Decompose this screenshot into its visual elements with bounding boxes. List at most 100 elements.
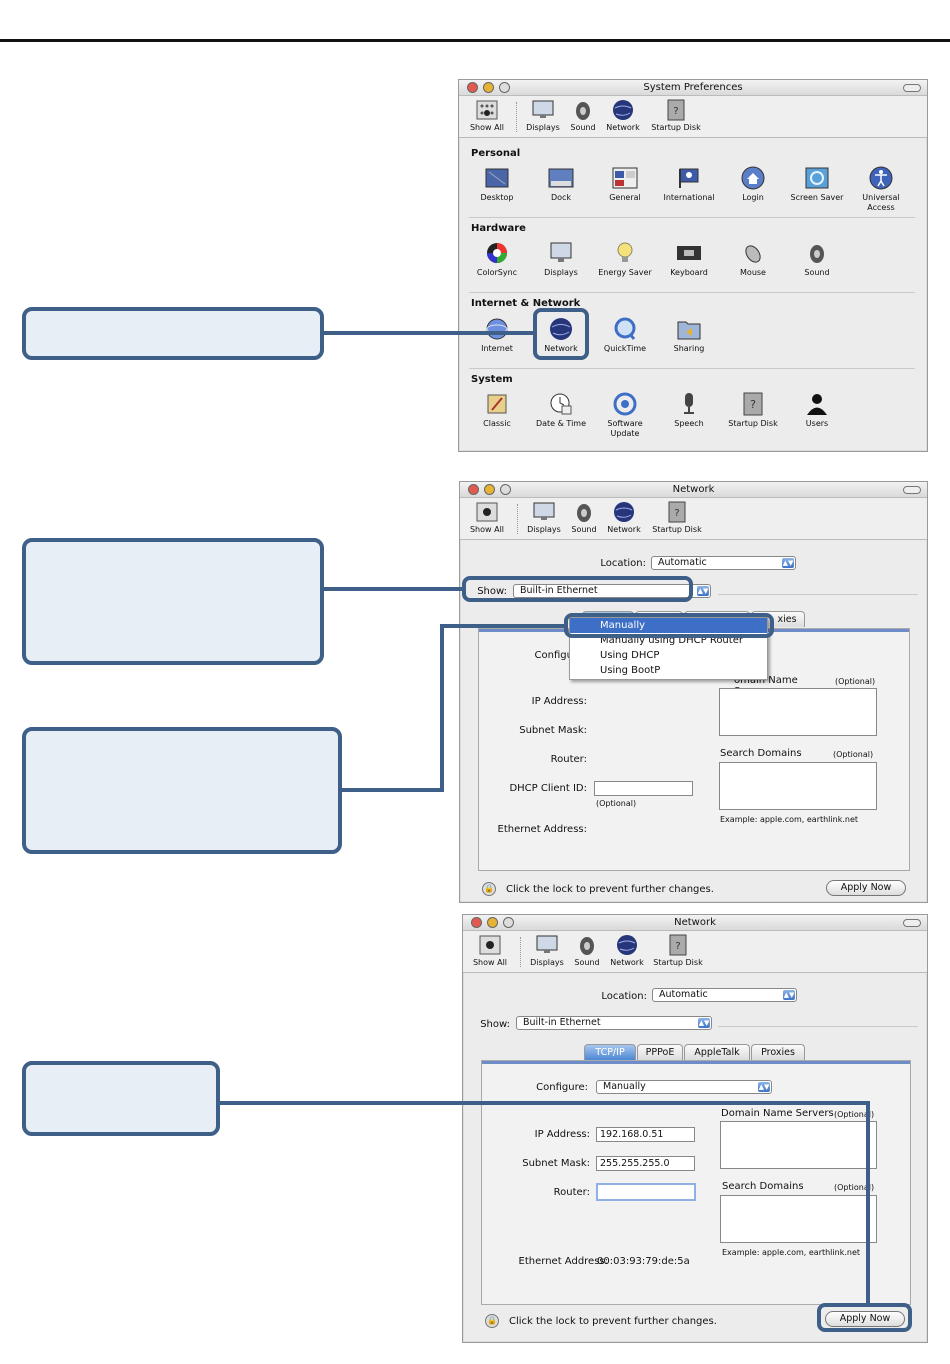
router-label: Router: bbox=[550, 754, 587, 765]
lock-icon[interactable]: 🔒 bbox=[482, 882, 496, 896]
menu-item-using-bootp[interactable]: Using BootP bbox=[600, 665, 661, 676]
dhcp-client-id-field[interactable] bbox=[594, 781, 693, 796]
tab-proxies[interactable]: Proxies bbox=[751, 1044, 805, 1060]
hard-disk-icon: ? bbox=[664, 99, 688, 121]
pref-international[interactable]: International bbox=[657, 166, 721, 203]
pref-energy-saver[interactable]: Energy Saver bbox=[593, 241, 657, 278]
tab-tcpip[interactable]: TCP/IP bbox=[584, 1044, 636, 1060]
manually-item-highlight bbox=[564, 613, 774, 638]
minimize-button[interactable] bbox=[487, 917, 498, 928]
show-popup[interactable]: Built-in Ethernet▲▼ bbox=[513, 584, 711, 598]
toolbar-sound[interactable]: Sound bbox=[563, 934, 611, 967]
search-domains-box[interactable] bbox=[719, 762, 877, 810]
window-title: Network bbox=[674, 917, 716, 928]
pref-dock[interactable]: Dock bbox=[529, 166, 593, 203]
pref-sound[interactable]: Sound bbox=[785, 241, 849, 278]
ip-address-field[interactable]: 192.168.0.51 bbox=[596, 1127, 695, 1142]
pref-login[interactable]: Login bbox=[721, 166, 785, 203]
pref-general[interactable]: General bbox=[593, 166, 657, 203]
toolbar-label: Show All bbox=[469, 123, 505, 132]
toolbar-network[interactable]: Network bbox=[600, 501, 648, 534]
toolbar-toggle-button[interactable] bbox=[903, 84, 921, 92]
menu-item-manually[interactable]: Manually bbox=[570, 618, 767, 633]
svg-text:?: ? bbox=[750, 398, 756, 411]
show-popup[interactable]: Built-in Ethernet▲▼ bbox=[516, 1016, 712, 1030]
network-highlight bbox=[533, 308, 589, 360]
pref-keyboard[interactable]: Keyboard bbox=[657, 241, 721, 278]
toolbar-network[interactable]: Network bbox=[603, 934, 651, 967]
pref-speech[interactable]: Speech bbox=[657, 392, 721, 429]
zoom-button[interactable] bbox=[503, 917, 514, 928]
location-popup[interactable]: Automatic▲▼ bbox=[652, 988, 797, 1002]
toolbar-startup-disk[interactable]: ? Startup Disk bbox=[649, 99, 703, 132]
pref-label: Sharing bbox=[673, 344, 705, 353]
pref-label: Date & Time bbox=[535, 419, 587, 428]
pref-network[interactable]: Network bbox=[529, 317, 593, 354]
pref-colorsync[interactable]: ColorSync bbox=[465, 241, 529, 278]
toolbar-show-all[interactable]: Show All bbox=[463, 501, 511, 534]
pref-sharing[interactable]: Sharing bbox=[657, 317, 721, 354]
apply-now-button[interactable]: Apply Now bbox=[825, 1311, 905, 1327]
toolbar-sound[interactable]: Sound bbox=[559, 99, 607, 132]
general-icon bbox=[612, 166, 638, 190]
pref-universal-access[interactable]: Universal Access bbox=[849, 166, 913, 213]
pref-displays[interactable]: Displays bbox=[529, 241, 593, 278]
connector-line bbox=[440, 624, 444, 792]
toolbar-displays[interactable]: Displays bbox=[519, 99, 567, 132]
pref-date-time[interactable]: Date & Time bbox=[529, 392, 593, 429]
pref-label: Login bbox=[742, 193, 764, 202]
toolbar-startup-disk[interactable]: ? Startup Disk bbox=[650, 501, 704, 534]
configure-popup[interactable]: Manually▲▼ bbox=[596, 1080, 772, 1094]
pref-label: Software Update bbox=[607, 419, 643, 438]
search-domains-box[interactable] bbox=[720, 1195, 877, 1243]
close-button[interactable] bbox=[467, 82, 478, 93]
subnet-mask-field[interactable]: 255.255.255.0 bbox=[596, 1156, 695, 1171]
mouse-icon bbox=[740, 241, 766, 265]
toolbar-show-all[interactable]: Show All bbox=[466, 934, 514, 967]
tab-pppoe[interactable]: PPPoE bbox=[637, 1044, 683, 1060]
toolbar-toggle-button[interactable] bbox=[903, 919, 921, 927]
pref-classic[interactable]: Classic bbox=[465, 392, 529, 429]
zoom-button[interactable] bbox=[499, 82, 510, 93]
pref-startup-disk[interactable]: ?Startup Disk bbox=[721, 392, 785, 429]
toolbar-displays[interactable]: Displays bbox=[520, 501, 568, 534]
close-button[interactable] bbox=[471, 917, 482, 928]
close-button[interactable] bbox=[468, 484, 479, 495]
dns-servers-box[interactable] bbox=[720, 1121, 877, 1169]
location-popup[interactable]: Automatic▲▼ bbox=[651, 556, 796, 570]
menu-item-manually-dhcp-router[interactable]: Manually using DHCP Router bbox=[600, 635, 743, 646]
toolbar-displays[interactable]: Displays bbox=[523, 934, 571, 967]
toolbar-startup-disk[interactable]: ? Startup Disk bbox=[651, 934, 705, 967]
show-all-icon bbox=[478, 934, 502, 956]
connector-line bbox=[440, 624, 564, 628]
pref-quicktime[interactable]: QuickTime bbox=[593, 317, 657, 354]
pref-screen-saver[interactable]: Screen Saver bbox=[785, 166, 849, 203]
dns-servers-box[interactable] bbox=[719, 688, 877, 736]
toolbar-separator bbox=[517, 504, 518, 534]
toolbar-toggle-button[interactable] bbox=[903, 486, 921, 494]
toolbar-label: Sound bbox=[570, 123, 596, 132]
screen-saver-icon bbox=[804, 166, 830, 190]
pref-users[interactable]: Users bbox=[785, 392, 849, 429]
toolbar-show-all[interactable]: Show All bbox=[463, 99, 511, 132]
tab-appletalk[interactable]: AppleTalk bbox=[684, 1044, 750, 1060]
apply-now-button[interactable]: Apply Now bbox=[826, 880, 906, 896]
minimize-button[interactable] bbox=[483, 82, 494, 93]
connector-line bbox=[324, 587, 462, 591]
toolbar-network[interactable]: Network bbox=[599, 99, 647, 132]
pref-internet[interactable]: Internet bbox=[465, 317, 529, 354]
globe-icon bbox=[615, 934, 639, 956]
menu-item-using-dhcp[interactable]: Using DHCP bbox=[600, 650, 660, 661]
pref-desktop[interactable]: Desktop bbox=[465, 166, 529, 203]
speaker-icon bbox=[572, 501, 596, 523]
toolbar-sound[interactable]: Sound bbox=[560, 501, 608, 534]
minimize-button[interactable] bbox=[484, 484, 495, 495]
dns-optional: (Optional) bbox=[835, 677, 876, 686]
pref-software-update[interactable]: Software Update bbox=[593, 392, 657, 439]
zoom-button[interactable] bbox=[500, 484, 511, 495]
subnet-mask-label: Subnet Mask: bbox=[522, 1158, 590, 1169]
pref-mouse[interactable]: Mouse bbox=[721, 241, 785, 278]
router-field[interactable] bbox=[596, 1183, 696, 1201]
display-icon bbox=[532, 501, 556, 523]
lock-icon[interactable]: 🔒 bbox=[485, 1314, 499, 1328]
